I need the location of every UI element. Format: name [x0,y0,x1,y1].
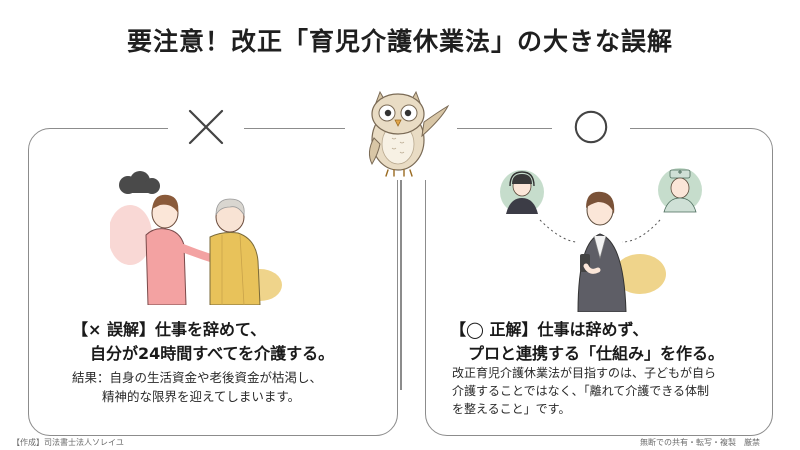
caregiver-illustration [110,171,282,305]
owl-mascot-icon [368,90,450,177]
circle-mark-icon [574,110,608,144]
correct-description: 改正育児介護休業法が目指すのは、子どもが自ら 介護することではなく、「離れて介護… [452,366,717,416]
footer-notice: 無断での共有・転写・複製 厳禁 [640,438,760,447]
correct-heading: 【◯ 正解】仕事は辞めず、 プロと連携する「仕組み」を作る。 [450,320,725,363]
x-mark-icon [188,109,224,145]
center-divider [400,180,402,390]
page-title: 要注意！改正「育児介護休業法」の大きな誤解 [126,27,673,56]
professional-connection-illustration [500,168,702,312]
footer-credit: 【作成】司法書士法人ソレイユ [12,438,124,447]
misconception-heading: 【× 誤解】仕事を辞めて、 自分が24時間すべてを介護する。 [72,320,335,363]
misconception-description: 結果：自身の生活資金や老後資金が枯渇し、 精神的な限界を迎えてしまいます。 [72,370,323,404]
call-center-operator-icon [500,170,544,214]
nurse-icon [658,168,702,213]
gloom-cloud-icon [119,171,160,194]
